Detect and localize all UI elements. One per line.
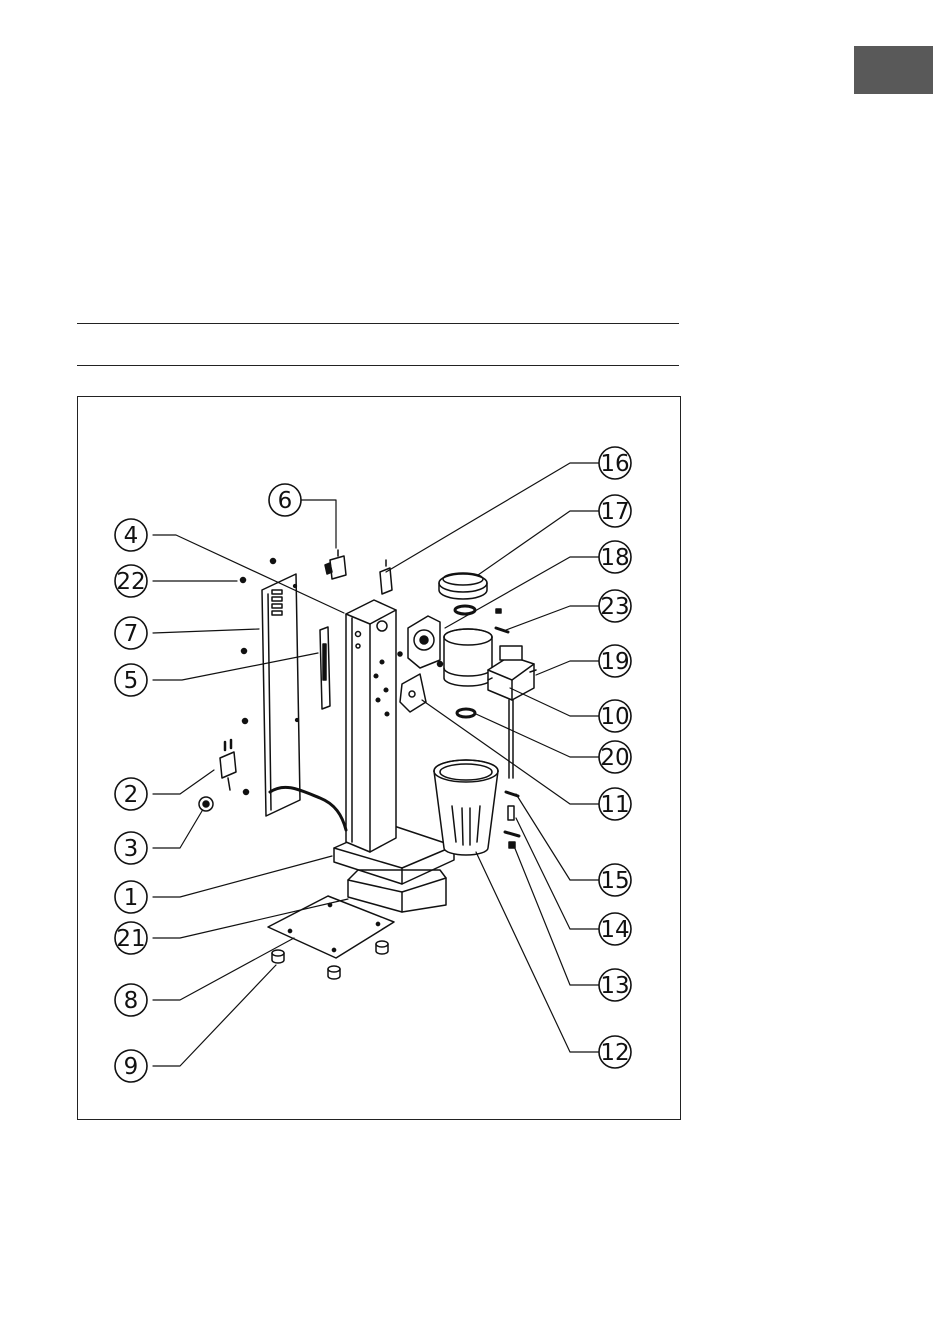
- diagram-frame: [77, 396, 681, 1120]
